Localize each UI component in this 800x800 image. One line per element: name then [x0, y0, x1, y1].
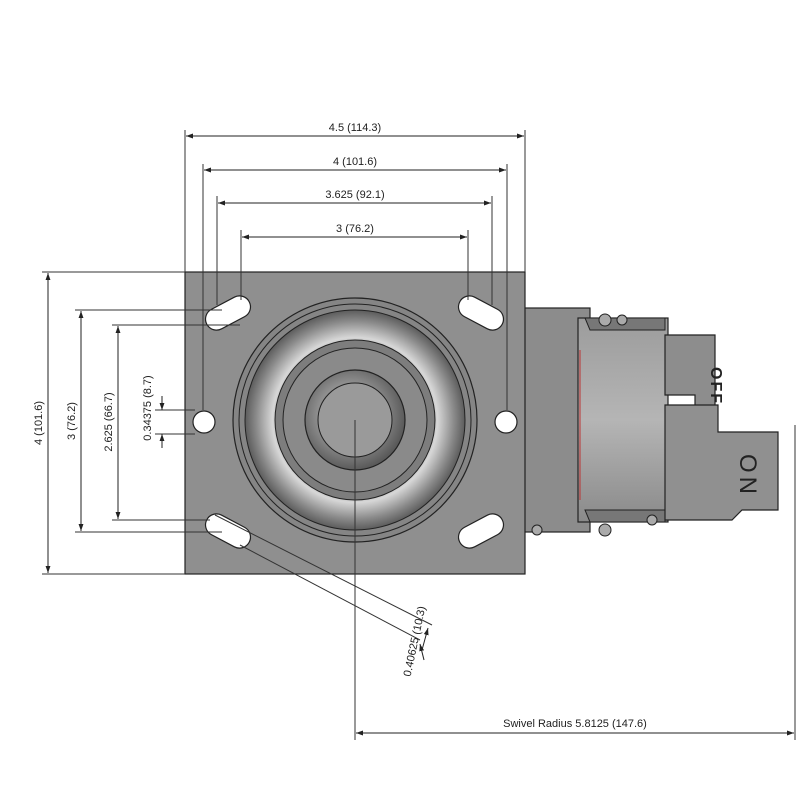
left-dimensions	[42, 271, 240, 575]
dim-top-width-outer: 4.5 (114.3)	[329, 122, 381, 134]
dim-top-width-inner: 3 (76.2)	[336, 223, 374, 235]
slot-top-right	[457, 295, 505, 331]
dim-top-width-holes: 4 (101.6)	[333, 156, 377, 168]
dim-swivel-radius: Swivel Radius 5.8125 (147.6)	[503, 718, 647, 730]
brake-on-label: ON	[734, 454, 761, 498]
brake-assembly	[519, 307, 779, 537]
dim-top-width-slots: 3.625 (92.1)	[325, 189, 384, 201]
dim-left-height-holes: 3 (76.2)	[66, 402, 78, 440]
dim-left-height-slots: 2.625 (66.7)	[103, 392, 115, 451]
slot-width-dimension	[214, 514, 433, 661]
hole-right	[494, 410, 518, 434]
slot-top-left	[204, 295, 252, 331]
dim-left-hole-offset: 0.34375 (8.7)	[142, 375, 154, 440]
slot-bottom-right	[457, 513, 505, 549]
dim-left-height-outer: 4 (101.6)	[33, 401, 45, 445]
hole-left	[192, 410, 216, 434]
brake-off-label: OFF	[707, 367, 724, 405]
top-dimensions	[184, 130, 526, 410]
mounting-slots	[192, 295, 518, 549]
